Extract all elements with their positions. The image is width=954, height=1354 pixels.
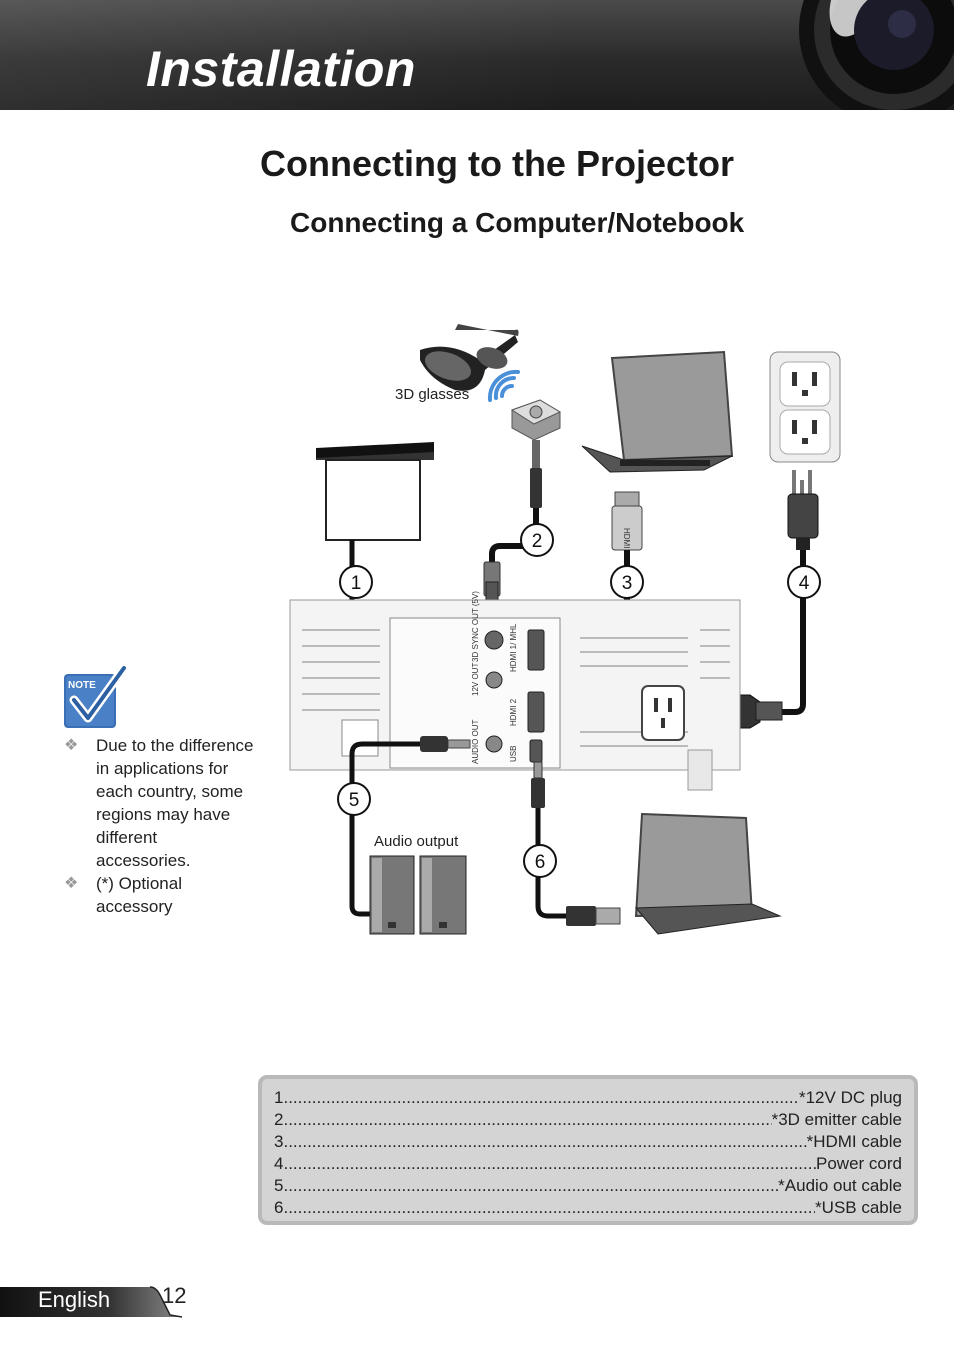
svg-text:4: 4	[799, 573, 810, 594]
legend-label: *Audio out cable	[778, 1176, 902, 1195]
legend-leader	[283, 1175, 778, 1197]
legend-number: 2	[274, 1110, 284, 1129]
footer-language: English	[38, 1287, 111, 1312]
legend-leader	[283, 1131, 806, 1153]
legend-row: 2 *3D emitter cable	[274, 1109, 902, 1131]
callout-markers: 1 2 3 4 5 6	[337, 523, 821, 878]
section-title: Installation	[146, 41, 416, 97]
legend-label: *USB cable	[815, 1198, 902, 1217]
connection-diagram: 3D glasses HDMI HDMI	[289, 324, 841, 935]
note-item: ❖ (*) Optional accessory	[64, 872, 254, 918]
legend-row: 5 *Audio out cable	[274, 1175, 902, 1197]
svg-text:3: 3	[622, 573, 633, 594]
legend-leader	[283, 1197, 815, 1219]
page-header: Installation	[0, 0, 954, 110]
legend-row: 1 *12V DC plug	[274, 1087, 902, 1109]
note-icon-label: NOTE	[68, 680, 96, 691]
port-label-usb: USB	[509, 746, 518, 762]
note-text: (*) Optional accessory	[96, 874, 182, 916]
svg-text:5: 5	[349, 790, 360, 811]
legend-label: *3D emitter cable	[771, 1110, 902, 1129]
legend-number: 3	[274, 1132, 284, 1151]
svg-text:6: 6	[535, 852, 546, 873]
notebook-computer-icon	[581, 350, 734, 473]
projector-lens-icon	[799, 0, 954, 110]
legend-number: 1	[274, 1088, 284, 1107]
label-audio-output: Audio output	[374, 833, 459, 850]
3d-glasses-icon	[420, 324, 519, 391]
note-list: ❖ Due to the difference in applications f…	[64, 734, 254, 918]
note-item: ❖ Due to the difference in applications f…	[64, 734, 254, 872]
port-label-hdmi2: HDMI 2	[509, 698, 518, 726]
footer-language-tab	[0, 1286, 182, 1318]
legend-label: *HDMI cable	[806, 1132, 902, 1151]
svg-text:1: 1	[351, 573, 362, 594]
port-label-3dsync: 3D SYNC OUT (5V)	[471, 591, 480, 662]
3d-emitter-icon	[510, 399, 562, 441]
page-number: 12	[162, 1283, 187, 1308]
callout-6: 6	[523, 844, 557, 878]
legend-leader	[283, 1109, 771, 1131]
projector-rear-panel	[289, 599, 741, 791]
legend-number: 5	[274, 1176, 284, 1195]
page-subtitle: Connecting a Computer/Notebook	[290, 207, 745, 238]
projection-screen-icon	[316, 442, 434, 541]
note-checkmark-icon: NOTE	[64, 666, 128, 728]
legend-leader	[283, 1153, 816, 1175]
diamond-bullet-icon: ❖	[64, 737, 79, 754]
note-text: Due to the difference in applications fo…	[96, 736, 254, 870]
port-labels: 3D SYNC OUT (5V) HDMI 1/ MHL 12V OUT HDM…	[471, 591, 518, 764]
hdmi-plug-mark: HDMI	[622, 528, 631, 548]
legend-row: 3 *HDMI cable	[274, 1131, 902, 1153]
callout-2: 2	[520, 523, 554, 557]
legend-label: Power cord	[816, 1154, 902, 1173]
diamond-bullet-icon: ❖	[64, 875, 79, 892]
notebook-computer-usb-icon	[634, 812, 782, 935]
wireless-signal-icon	[487, 369, 520, 402]
wall-outlet-icon	[769, 351, 841, 463]
legend-label: *12V DC plug	[798, 1088, 902, 1107]
cable-legend: 1 *12V DC plug 2 *3D emitter cable 3 *HDMI …	[258, 1075, 918, 1225]
callout-1: 1	[339, 565, 373, 599]
legend-number: 4	[274, 1154, 284, 1173]
legend-leader	[283, 1087, 799, 1109]
legend-number: 6	[274, 1198, 284, 1217]
callout-4: 4	[787, 565, 821, 599]
label-3d-glasses: 3D glasses	[395, 386, 469, 403]
port-label-12v: 12V OUT	[471, 663, 480, 696]
callout-5: 5	[337, 782, 371, 816]
svg-text:2: 2	[532, 531, 543, 552]
page-title: Connecting to the Projector	[259, 143, 734, 184]
port-label-hdmi1: HDMI 1/ MHL	[509, 623, 518, 672]
port-label-audio: AUDIO OUT	[471, 719, 480, 764]
header-sheen	[0, 0, 954, 110]
legend-row: 6 *USB cable	[274, 1197, 902, 1219]
legend-row: 4 Power cord	[274, 1153, 902, 1175]
callout-3: 3	[610, 565, 644, 599]
speakers-icon	[369, 855, 467, 935]
